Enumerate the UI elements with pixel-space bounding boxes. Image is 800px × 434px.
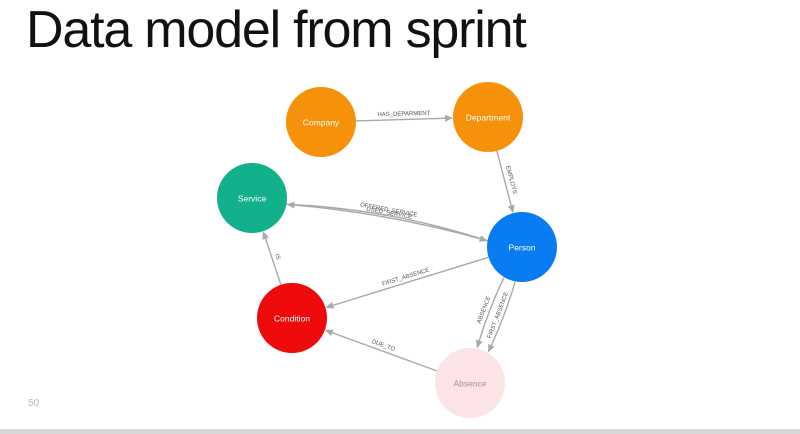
edge-used-service: USED_SERVICE	[286, 201, 488, 242]
node-label-department: Department	[466, 112, 511, 122]
edge-line-first-absence-condition	[325, 256, 489, 309]
node-label-condition: Condition	[274, 313, 310, 323]
node-circle-company[interactable]	[286, 87, 356, 157]
edge-is: IS	[262, 231, 282, 286]
edge-line-offered-service	[286, 203, 488, 242]
edge-line-due-to	[324, 329, 438, 372]
edge-line-first-absence-absence	[487, 281, 516, 353]
edge-first-absence-condition: FIRST_ABSENCE	[325, 256, 489, 309]
edge-line-is	[262, 231, 282, 286]
edge-label-employs: EMPLOYS	[504, 165, 517, 195]
edge-line-has-department	[355, 114, 454, 122]
node-circle-condition[interactable]	[257, 283, 327, 353]
edge-due-to: DUE_TO	[324, 329, 438, 372]
edge-first-absence-absence: FIRST_ABSENCE	[487, 281, 516, 353]
edge-employs: EMPLOYS	[496, 150, 517, 214]
node-person[interactable]: Person	[487, 212, 557, 282]
node-label-person: Person	[509, 242, 536, 252]
edge-label-is: IS	[273, 253, 280, 260]
edge-line-employs	[496, 150, 515, 214]
node-label-absence: Absence	[453, 378, 486, 388]
page-number: 50	[28, 398, 40, 409]
node-circle-person[interactable]	[487, 212, 557, 282]
nodes-layer: Company DepartmentServicePersonConditionA…	[217, 82, 557, 418]
edge-offered-service: OFFERED_SERVICE	[286, 202, 488, 242]
edge-line-used-service	[286, 201, 488, 242]
node-circle-department[interactable]	[453, 82, 523, 152]
edge-label-has-department: HAS_DEPARMENT	[377, 111, 430, 119]
node-condition[interactable]: Condition	[257, 283, 327, 353]
node-service[interactable]: Service	[217, 163, 287, 233]
node-department[interactable]: Department	[453, 82, 523, 152]
node-absence[interactable]: Absence	[435, 348, 505, 418]
node-company[interactable]: Company	[286, 87, 356, 157]
node-label-company: Company	[303, 117, 340, 127]
edge-has-department: HAS_DEPARMENT	[355, 111, 454, 122]
slide-title: Data model from sprint	[26, 1, 527, 59]
node-circle-absence[interactable]	[435, 348, 505, 418]
node-label-service: Service	[238, 193, 267, 203]
node-circle-service[interactable]	[217, 163, 287, 233]
edge-line-absence	[475, 277, 505, 349]
